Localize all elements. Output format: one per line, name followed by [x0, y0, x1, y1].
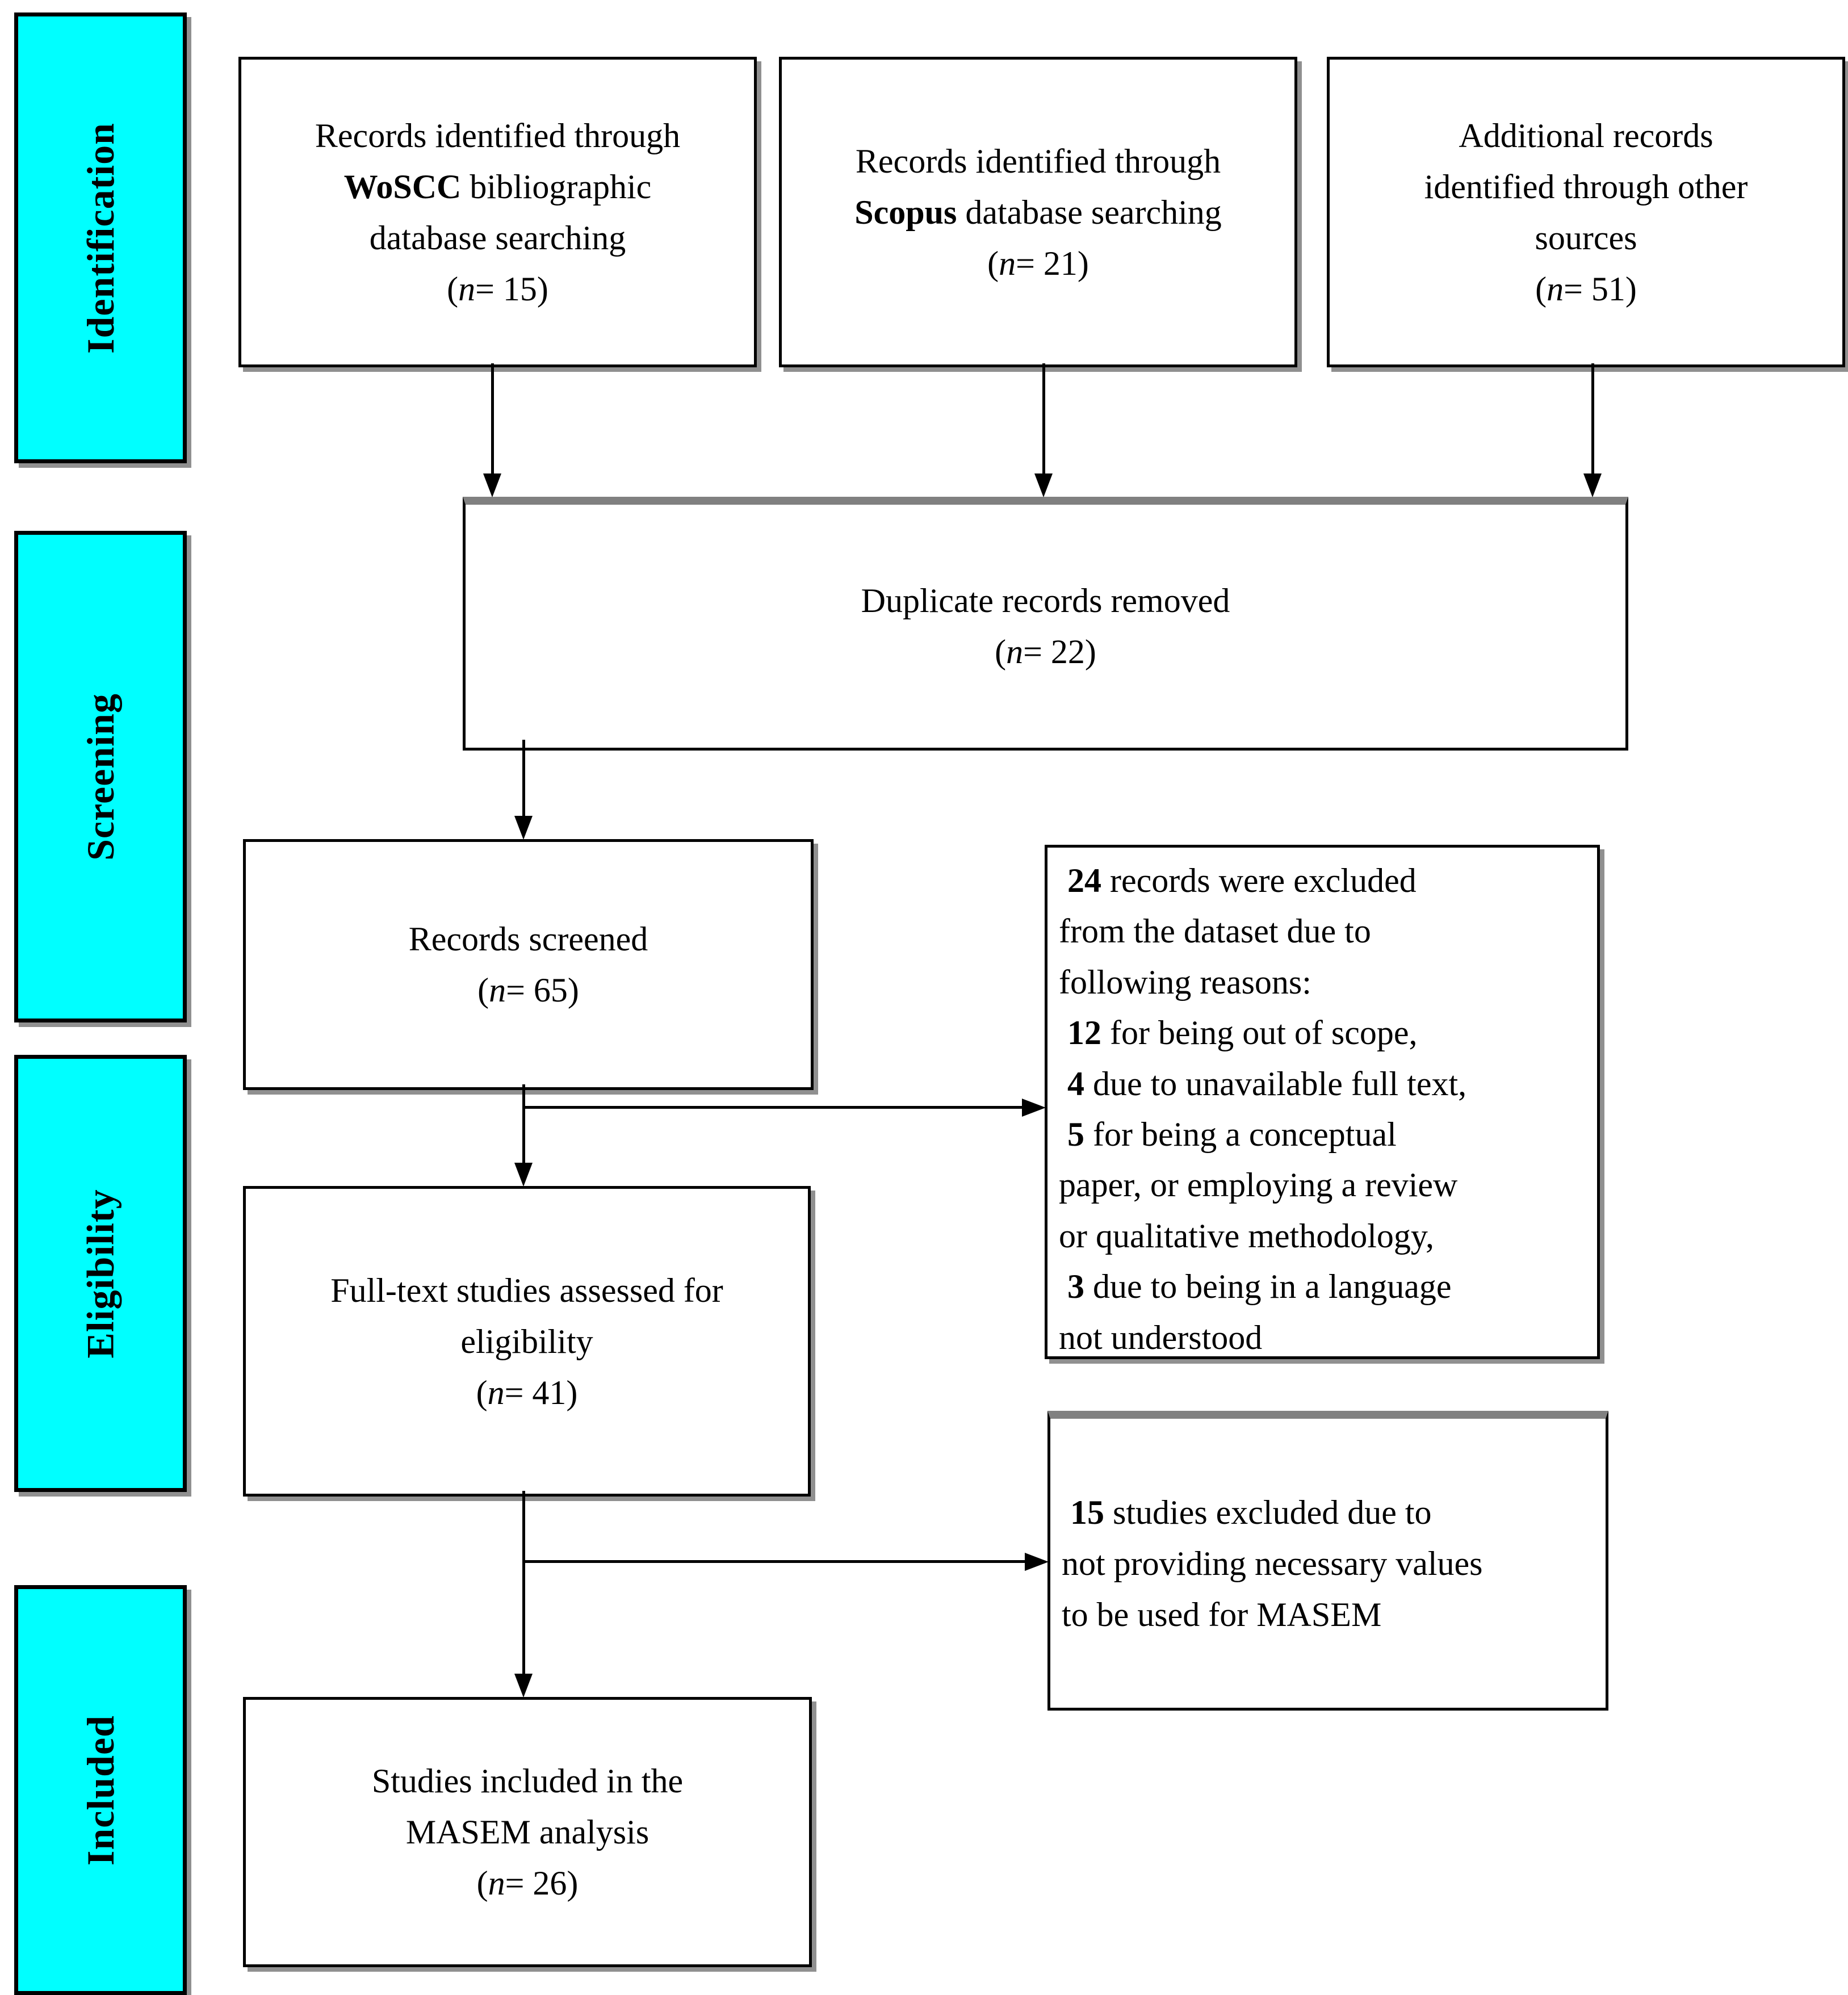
stage-screening-label: Screening — [78, 693, 122, 861]
arrow-scopus-to-duplicates — [1042, 363, 1045, 477]
arrow-woscc-to-duplicates — [491, 363, 494, 477]
arrowhead-excluded-masem-icon — [1025, 1553, 1049, 1571]
arrow-screened-to-excluded — [523, 1106, 1023, 1109]
stage-included-label: Included — [78, 1715, 122, 1866]
arrow-other-to-duplicates — [1591, 363, 1594, 477]
arrowhead-excluded-screening-icon — [1022, 1099, 1046, 1117]
stage-identification-label: Identification — [78, 122, 122, 354]
arrow-screened-to-fulltext — [522, 1084, 525, 1167]
stage-identification: Identification — [14, 12, 187, 463]
arrowhead-screened-icon — [514, 816, 533, 840]
arrow-fulltext-to-excluded-masem — [523, 1560, 1026, 1563]
arrowhead-other-icon — [1583, 473, 1602, 497]
arrowhead-included-icon — [514, 1674, 533, 1698]
arrow-duplicates-to-screened — [522, 740, 525, 819]
arrowhead-fulltext-icon — [514, 1163, 533, 1187]
stage-included: Included — [14, 1585, 187, 1995]
arrow-fulltext-to-included — [522, 1491, 525, 1678]
stage-eligibility: Eligibility — [14, 1055, 187, 1492]
box-duplicates-removed: Duplicate records removed(n= 22) — [463, 497, 1628, 751]
stage-eligibility-label: Eligibility — [78, 1188, 122, 1359]
arrowhead-woscc-icon — [483, 473, 501, 497]
arrowhead-scopus-icon — [1034, 473, 1053, 497]
box-records-screened: Records screened(n= 65) — [243, 839, 814, 1090]
stage-screening: Screening — [14, 531, 187, 1022]
